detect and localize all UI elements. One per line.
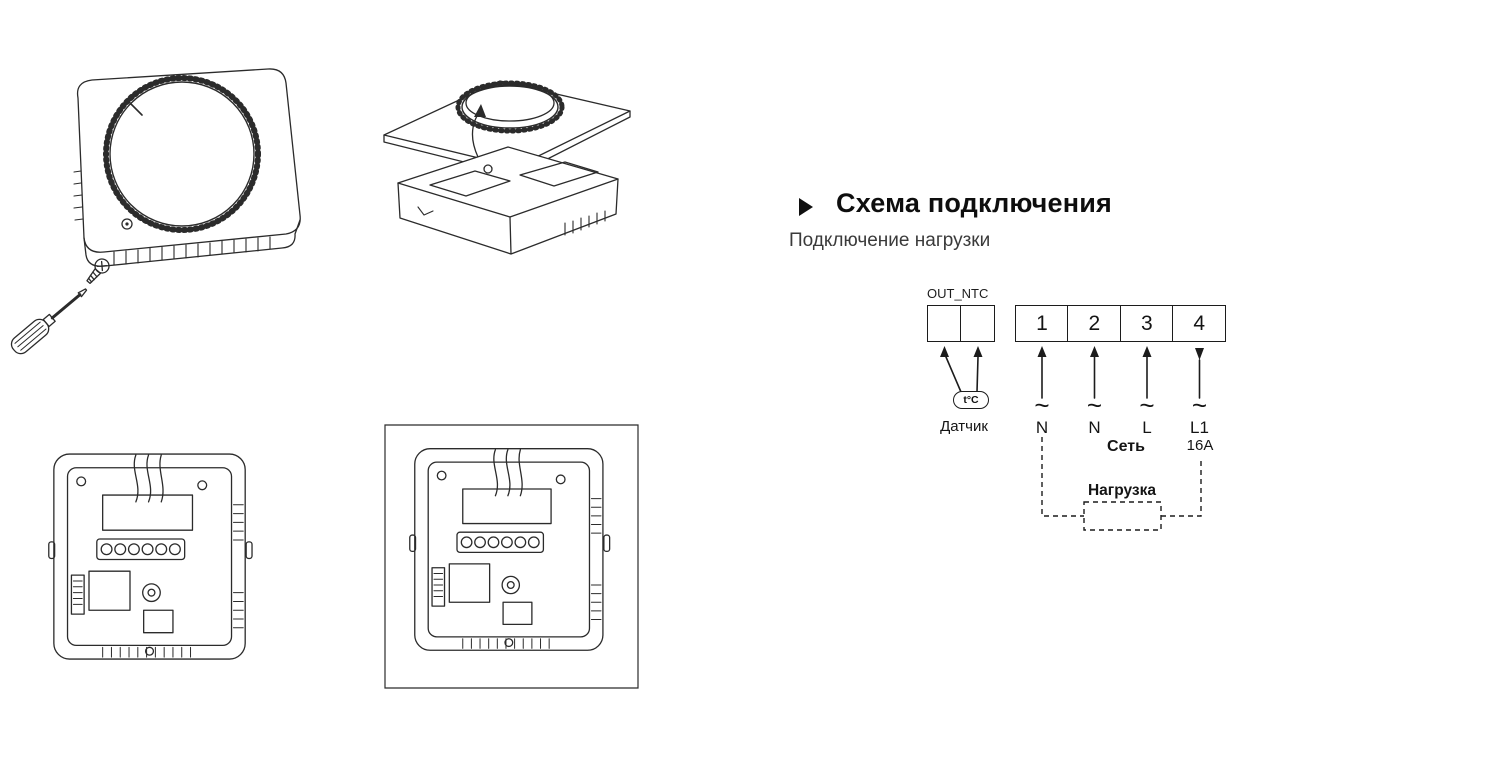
ac-symbol-3: ~ [1139,390,1155,420]
thermostat-base-illustration [48,453,253,660]
wire-label-l: L [1142,418,1152,437]
thermostat-front-illustration [30,52,330,287]
arrowhead-up-icon [1142,346,1152,357]
load-box [1083,501,1162,531]
arrowhead-up-icon [1037,346,1047,357]
wire-label-l1: L1 [1190,418,1209,437]
thermostat-base-in-frame-illustration [383,423,641,691]
connector-label: OUT_NTC [927,286,989,301]
thermostat-dial [458,83,562,131]
sensor-wire-right [976,356,979,393]
terminal-box-2: 2 [1067,305,1122,342]
arrowhead-up-icon [973,346,983,357]
sensor-terminal-box-2 [960,305,996,342]
thermostat-dial [106,78,258,230]
wiring-diagram: OUT_NTC 1 2 3 4 [925,285,1247,547]
load-label: Нагрузка [1087,482,1157,499]
screwdriver-icon [8,283,92,357]
ac-symbol-1: ~ [1034,390,1050,420]
current-rating-label: 16A [1186,437,1214,454]
wire-label-n1: N [1035,418,1049,437]
terminal-box-4: 4 [1172,305,1227,342]
terminal-box-3: 3 [1119,305,1174,342]
ac-symbol-2: ~ [1086,390,1103,420]
ac-symbol-4: ~ [1191,390,1208,420]
temperature-sensor-badge: t°C [953,391,989,409]
section-subtitle: Подключение нагрузки [789,230,991,251]
sensor-terminal-box-1 [927,305,962,342]
screwdriver-and-screw-illustration [0,238,135,363]
section-title: Схема подключения [836,188,1112,218]
thermostat-exploded-illustration [360,55,655,290]
section-bullet-icon [799,198,813,216]
arrowhead-up-icon [940,346,949,357]
terminal-box-1: 1 [1015,305,1069,342]
sensor-label: Датчик [940,418,988,435]
wire-label-n2: N [1088,418,1101,437]
screw-icon [83,256,112,286]
arrowhead-up-icon [1090,346,1099,357]
lift-arrow-icon [472,104,486,157]
sensor-wire-left [945,356,962,393]
mains-label: Сеть [1107,438,1145,455]
arrowhead-down-icon [1195,348,1204,360]
